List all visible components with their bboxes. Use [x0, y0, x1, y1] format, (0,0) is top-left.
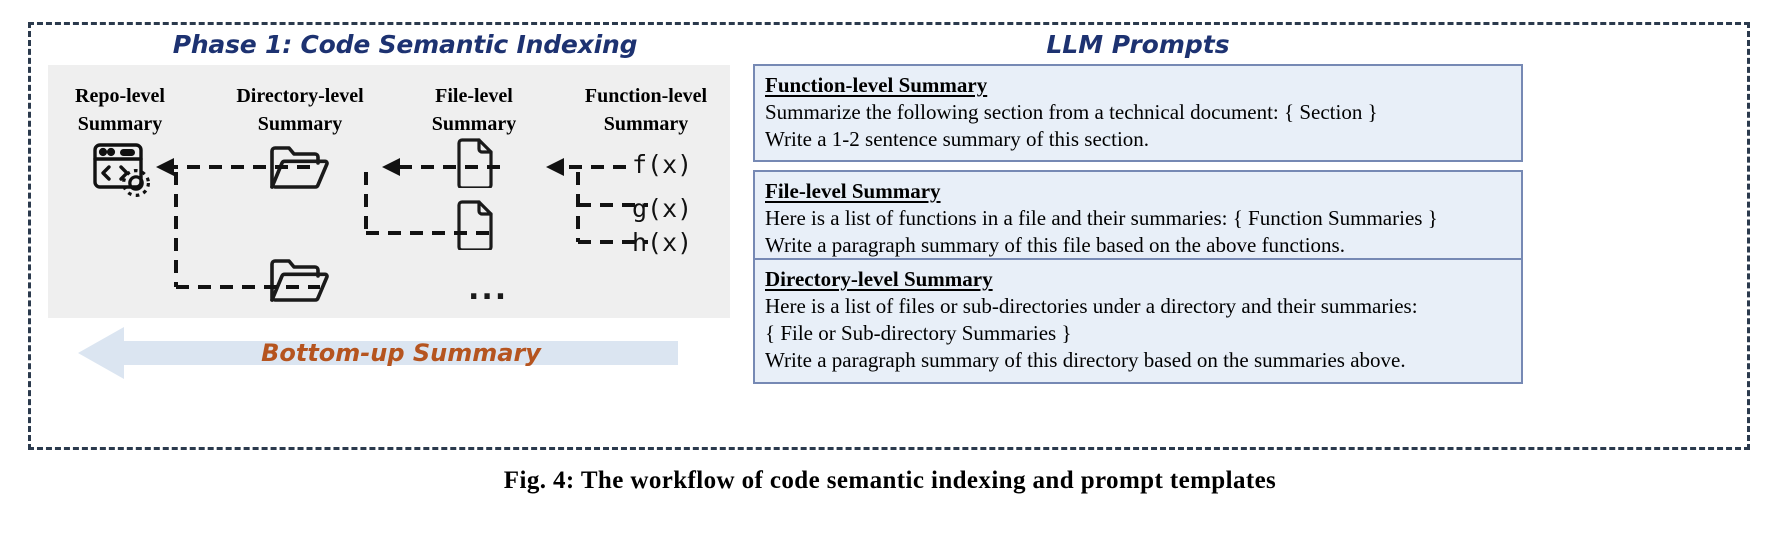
llm-prompts-title: LLM Prompts: [1046, 30, 1230, 59]
file-document-icon: [455, 136, 495, 193]
bottom-up-summary-arrow: [78, 327, 678, 379]
column-label-line-1: File-level: [435, 85, 513, 107]
prompt-line: Write a 1-2 sentence summary of this sec…: [765, 127, 1150, 152]
prompt-card-directory-level: Directory-level Summary Here is a list o…: [753, 258, 1523, 384]
prompt-card-file-level: File-level Summary Here is a list of fun…: [753, 170, 1523, 269]
prompt-card-function-level: Function-level Summary Summarize the fol…: [753, 64, 1523, 163]
figure-dashed-border: [28, 22, 1750, 450]
diagram-panel-background: [48, 65, 730, 318]
column-label-line-2: Summary: [257, 112, 343, 135]
column-label-line-1: Function-level: [584, 85, 708, 107]
column-label-line-2: Summary: [77, 112, 163, 135]
function-label-f: f(x): [632, 150, 693, 179]
column-label-line-2: Summary: [603, 112, 689, 135]
prompt-line: Write a paragraph summary of this direct…: [765, 348, 1406, 373]
prompt-line: { File or Sub-directory Summaries }: [765, 321, 1072, 346]
prompt-line: Write a paragraph summary of this file b…: [765, 233, 1345, 258]
column-label-file-level: File-level Summary: [404, 83, 544, 138]
prompt-line: Here is a list of functions in a file an…: [765, 205, 1438, 230]
repo-code-window-gear-icon: [92, 142, 154, 205]
file-document-icon: [455, 198, 495, 255]
column-label-line-1: Directory-level: [236, 85, 364, 107]
function-label-h: h(x): [632, 228, 693, 257]
column-label-line-2: Summary: [431, 112, 517, 135]
prompt-heading: Directory-level Summary: [765, 267, 993, 291]
prompt-line: Summarize the following section from a t…: [765, 99, 1378, 124]
prompt-heading: Function-level Summary: [765, 73, 988, 97]
prompt-line: Here is a list of files or sub-directori…: [765, 293, 1418, 318]
bottom-up-summary-label: Bottom-up Summary: [261, 339, 541, 367]
folder-icon: [268, 256, 332, 311]
folder-icon: [268, 143, 332, 198]
phase-1-title: Phase 1: Code Semantic Indexing: [172, 30, 638, 59]
function-label-g: g(x): [632, 194, 693, 223]
figure-caption: Fig. 4: The workflow of code semantic in…: [503, 467, 1277, 494]
column-label-directory-level: Directory-level Summary: [204, 83, 396, 138]
prompt-heading: File-level Summary: [765, 179, 941, 203]
column-label-line-1: Repo-level: [75, 85, 165, 107]
ellipsis-icon: ...: [468, 272, 509, 307]
column-label-repo-level: Repo-level Summary: [48, 83, 192, 138]
column-label-function-level: Function-level Summary: [556, 83, 736, 138]
